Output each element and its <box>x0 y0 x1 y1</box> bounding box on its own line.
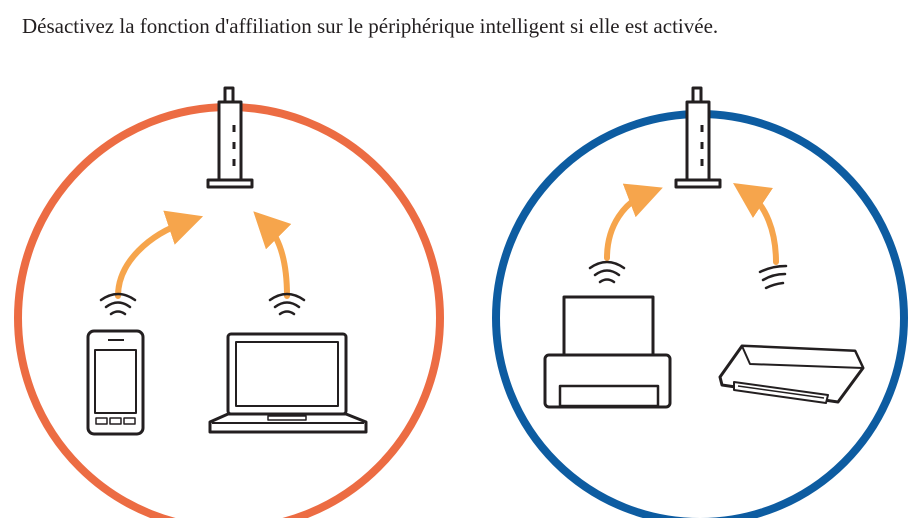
access-point-icon <box>206 86 254 189</box>
printer-icon <box>543 295 672 409</box>
laptop-icon <box>208 332 368 434</box>
signal-arrow <box>733 183 779 265</box>
access-point-icon <box>674 86 722 189</box>
signal-arrow <box>604 183 663 261</box>
wifi-icon <box>588 260 626 284</box>
scanner-icon <box>718 344 865 404</box>
signal-arrow <box>253 211 292 299</box>
caption: Désactivez la fonction d'affiliation sur… <box>22 14 719 38</box>
signal-arrow <box>115 210 204 299</box>
wifi-icon <box>758 264 788 290</box>
wifi-icon <box>268 292 306 316</box>
smartphone-icon <box>86 329 145 436</box>
wifi-icon <box>99 292 137 316</box>
